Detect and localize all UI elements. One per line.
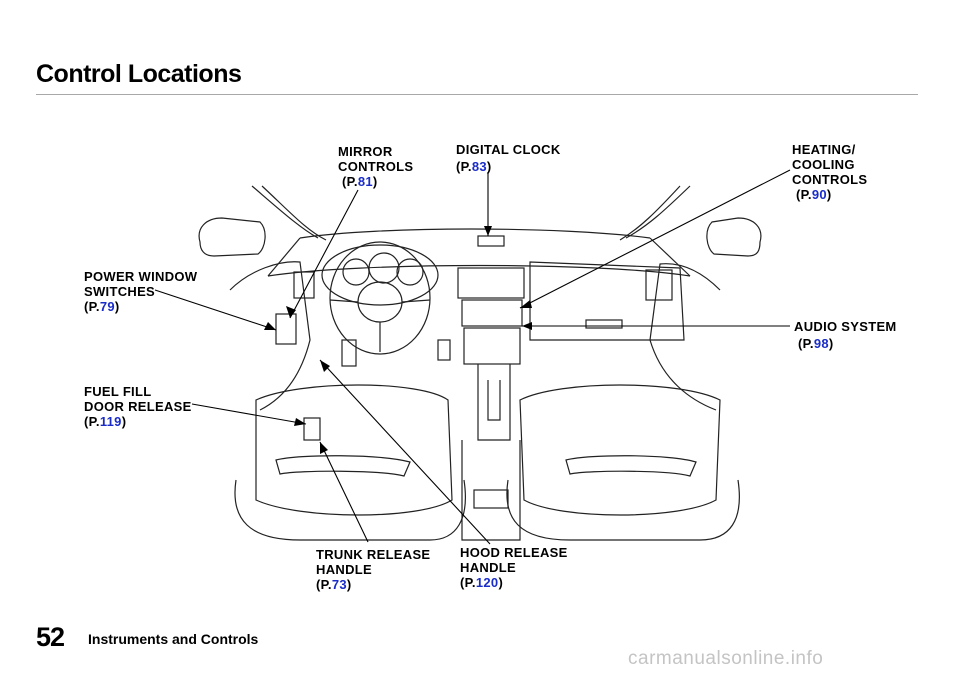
callout-line: DOOR RELEASE — [84, 399, 192, 414]
callout-power-window-switches: POWER WINDOW SWITCHES (P.79) — [84, 269, 197, 314]
page-number: 52 — [36, 622, 65, 652]
page-link-120[interactable]: 120 — [475, 575, 499, 590]
page-link-79[interactable]: 79 — [99, 299, 115, 314]
page-ref: (P.83) — [456, 159, 492, 174]
callout-digital-clock: DIGITAL CLOCK (P.83) — [456, 142, 561, 174]
callout-line: CONTROLS — [338, 159, 414, 174]
page-link-98[interactable]: 98 — [813, 336, 829, 351]
title-divider — [36, 94, 918, 95]
callout-fuel-fill-door-release: FUEL FILL DOOR RELEASE (P.119) — [84, 384, 192, 429]
callout-mirror-controls: MIRROR CONTROLS (P.81) — [338, 144, 413, 189]
callout-audio-system: AUDIO SYSTEM (P.98) — [794, 319, 897, 351]
callout-line: MIRROR — [338, 144, 393, 159]
callout-line: TRUNK RELEASE — [316, 547, 431, 562]
callout-trunk-release-handle: TRUNK RELEASE HANDLE (P.73) — [316, 547, 430, 592]
callout-line: COOLING — [792, 157, 855, 172]
page-link-119[interactable]: 119 — [99, 414, 122, 429]
page-link-83[interactable]: 83 — [471, 159, 487, 174]
callout-line: FUEL FILL — [84, 384, 152, 399]
page-ref: (P.119) — [84, 414, 127, 429]
callout-line: HOOD RELEASE — [460, 545, 568, 560]
page-ref: (P.98) — [798, 336, 834, 351]
callout-line: SWITCHES — [84, 284, 156, 299]
page-ref: (P.90) — [796, 187, 832, 202]
page-ref: (P.73) — [316, 577, 352, 592]
callout-line: HANDLE — [316, 562, 372, 577]
page-link-81[interactable]: 81 — [357, 174, 373, 189]
callout-line: CONTROLS — [792, 172, 868, 187]
callout-heating-cooling-controls: HEATING/ COOLING CONTROLS (P.90) — [792, 142, 867, 202]
callout-line: HEATING/ — [792, 142, 856, 157]
callout-line: DIGITAL CLOCK — [456, 142, 561, 157]
page-ref: (P.79) — [84, 299, 120, 314]
callout-line: HANDLE — [460, 560, 516, 575]
page-ref: (P.81) — [342, 174, 378, 189]
page-link-90[interactable]: 90 — [811, 187, 827, 202]
watermark: carmanualsonline.info — [628, 648, 824, 669]
page-title: Control Locations — [36, 60, 242, 88]
callout-hood-release-handle: HOOD RELEASE HANDLE (P.120) — [460, 545, 568, 590]
page-ref: (P.120) — [460, 575, 504, 590]
page-link-73[interactable]: 73 — [331, 577, 347, 592]
section-title: Instruments and Controls — [88, 631, 259, 647]
callout-line: AUDIO SYSTEM — [794, 319, 897, 334]
callout-line: POWER WINDOW — [84, 269, 198, 284]
